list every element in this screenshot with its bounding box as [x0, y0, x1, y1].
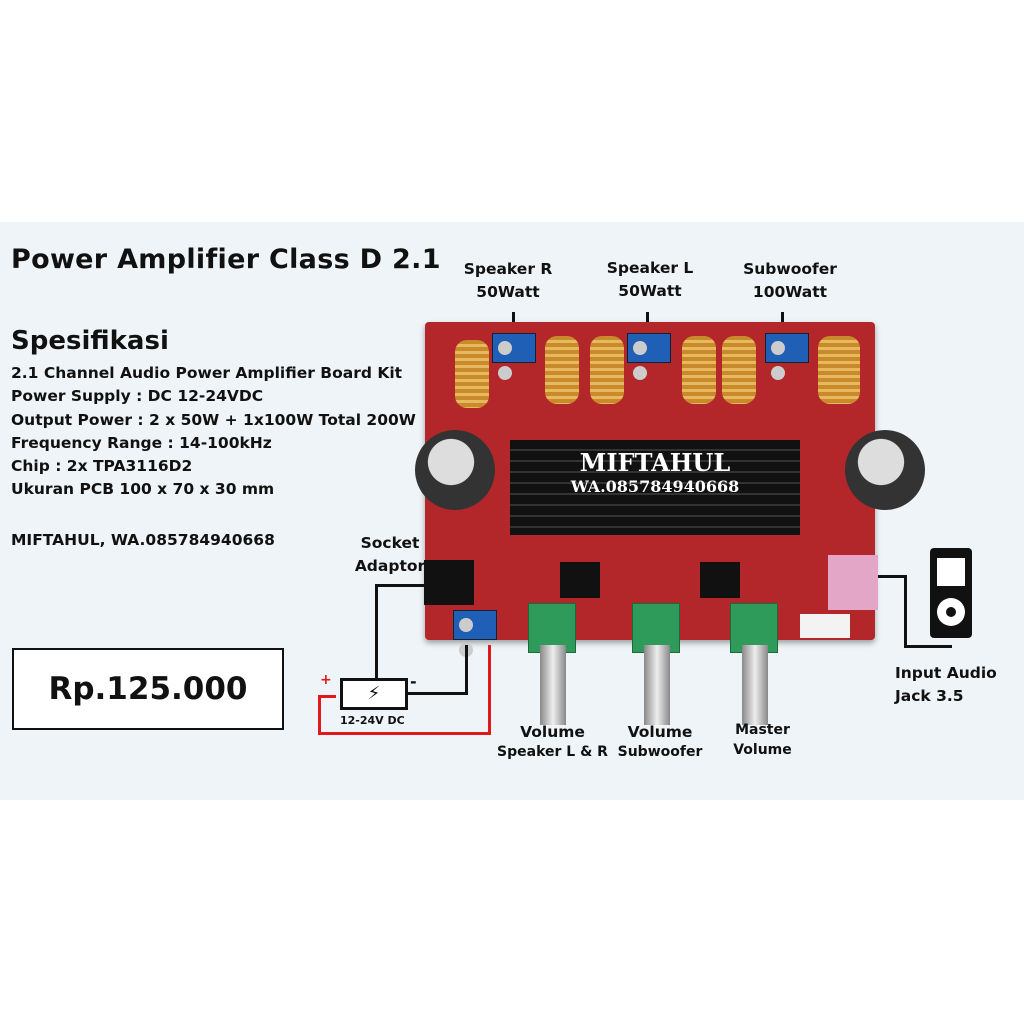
inductor: [545, 336, 579, 404]
inductor: [722, 336, 756, 404]
decoration: [937, 558, 965, 586]
decoration: [946, 607, 956, 617]
contact-info: MIFTAHUL, WA.085784940668: [11, 531, 275, 549]
audio-player-icon: [930, 548, 972, 638]
decoration: [878, 575, 906, 578]
decoration: [904, 575, 907, 647]
decoration: [771, 341, 785, 355]
decoration: [465, 645, 468, 695]
knob-shaft: [742, 645, 768, 725]
label-speaker-r: Speaker R 50Watt: [458, 258, 558, 304]
decoration: [318, 695, 336, 698]
decoration: Master: [735, 722, 790, 738]
spec-line: Ukuran PCB 100 x 70 x 30 mm: [11, 480, 275, 499]
board-phone: WA.085784940668: [570, 477, 740, 496]
spec-list: 2.1 Channel Audio Power Amplifier Board …: [11, 362, 416, 502]
label-speaker-l: Speaker L 50Watt: [600, 257, 700, 303]
decoration: Subwoofer: [743, 260, 837, 278]
decoration: [488, 645, 491, 735]
speaker-r-terminal[interactable]: [492, 333, 536, 380]
decoration: [375, 584, 425, 587]
inductor: [818, 336, 860, 404]
chip: [700, 562, 740, 598]
spec-line: Chip : 2x TPA3116D2: [11, 457, 193, 476]
decoration: Speaker R: [463, 260, 553, 278]
spec-line: Frequency Range : 14-100kHz: [11, 433, 272, 452]
decoration: Speaker L & R: [497, 744, 608, 760]
decoration: Volume: [733, 742, 792, 758]
decoration: [318, 695, 321, 735]
board-brand: MIFTAHUL: [579, 448, 731, 477]
decoration: Jack 3.5: [895, 687, 964, 705]
plus-sign: +: [320, 672, 332, 688]
inductor: [682, 336, 716, 404]
decoration: [633, 366, 647, 380]
knob-shaft: [644, 645, 670, 725]
decoration: [318, 732, 491, 735]
capacitor: [845, 430, 925, 510]
pot-volume-sub[interactable]: [632, 603, 680, 653]
minus-sign: -: [410, 672, 417, 691]
decoration: [498, 341, 512, 355]
decoration: Speaker L: [606, 259, 694, 277]
voltage-label: 12-24V DC: [340, 714, 405, 727]
decoration: [375, 584, 378, 679]
spec-line: Output Power : 2 x 50W + 1x100W Total 20…: [11, 410, 416, 429]
product-title: Power Amplifier Class D 2.1: [11, 244, 441, 275]
decoration: Adaptor: [354, 557, 426, 575]
decoration: 50Watt: [476, 283, 540, 301]
spec-line: 2.1 Channel Audio Power Amplifier Board …: [11, 364, 403, 382]
spec-line: Power Supply : DC 12-24VDC: [11, 387, 264, 406]
decoration: [771, 366, 785, 380]
decoration: Socket: [360, 534, 420, 552]
inductor: [455, 340, 489, 408]
connector: [800, 614, 850, 638]
inductor: [590, 336, 624, 404]
label-subwoofer: Subwoofer 100Watt: [735, 258, 845, 304]
decoration: Subwoofer: [617, 744, 703, 760]
heatsink: MIFTAHUL WA.085784940668: [510, 440, 800, 535]
price: Rp.125.000: [48, 671, 248, 707]
decoration: [633, 341, 647, 355]
dc-socket[interactable]: [424, 560, 474, 605]
decoration: [498, 366, 512, 380]
decoration: [904, 645, 952, 648]
decoration: Volume: [520, 723, 585, 741]
power-terminal[interactable]: [453, 610, 497, 657]
decoration: 100Watt: [752, 283, 828, 301]
power-supply-icon: ⚡: [340, 678, 408, 710]
capacitor: [415, 430, 495, 510]
subwoofer-terminal[interactable]: [765, 333, 809, 380]
price-box: Rp.125.000: [12, 648, 284, 730]
speaker-l-terminal[interactable]: [627, 333, 671, 380]
decoration: Volume: [627, 723, 693, 741]
spec-heading: Spesifikasi: [11, 326, 169, 356]
chip: [560, 562, 600, 598]
decoration: [459, 618, 473, 632]
knob-shaft: [540, 645, 566, 725]
decoration: [408, 692, 468, 695]
decoration: Input Audio: [895, 664, 997, 682]
decoration: 50Watt: [618, 282, 682, 300]
audio-jack[interactable]: [828, 555, 878, 610]
